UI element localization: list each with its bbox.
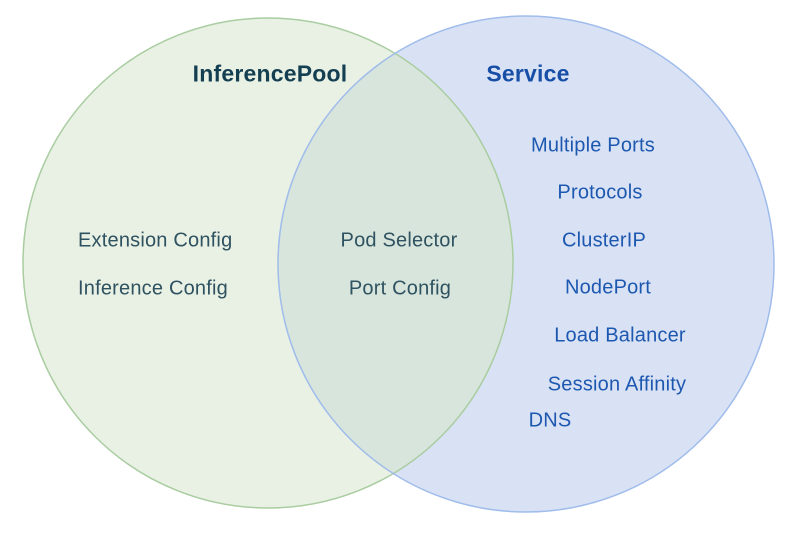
overlap-item-port-config: Port Config [348, 277, 452, 300]
service-item-clusterip: ClusterIP [561, 229, 647, 252]
service-item-nodeport: NodePort [564, 276, 652, 299]
inferencepool-item-extension-config: Extension Config [78, 229, 233, 252]
inferencepool-item-inference-config: Inference Config [78, 277, 228, 300]
service-item-dns: DNS [528, 409, 572, 432]
service-item-multiple-ports: Multiple Ports [531, 134, 655, 157]
inferencepool-title: InferencePool [192, 60, 348, 87]
service-title: Service [486, 60, 570, 87]
service-item-session-affinity: Session Affinity [547, 373, 687, 396]
inferencepool-circle-outline [22, 17, 514, 509]
overlap-lens [278, 18, 513, 508]
service-item-load-balancer: Load Balancer [554, 324, 686, 347]
service-circle-outline [277, 15, 775, 513]
service-item-protocols: Protocols [557, 181, 643, 204]
overlap-item-pod-selector: Pod Selector [340, 229, 458, 252]
